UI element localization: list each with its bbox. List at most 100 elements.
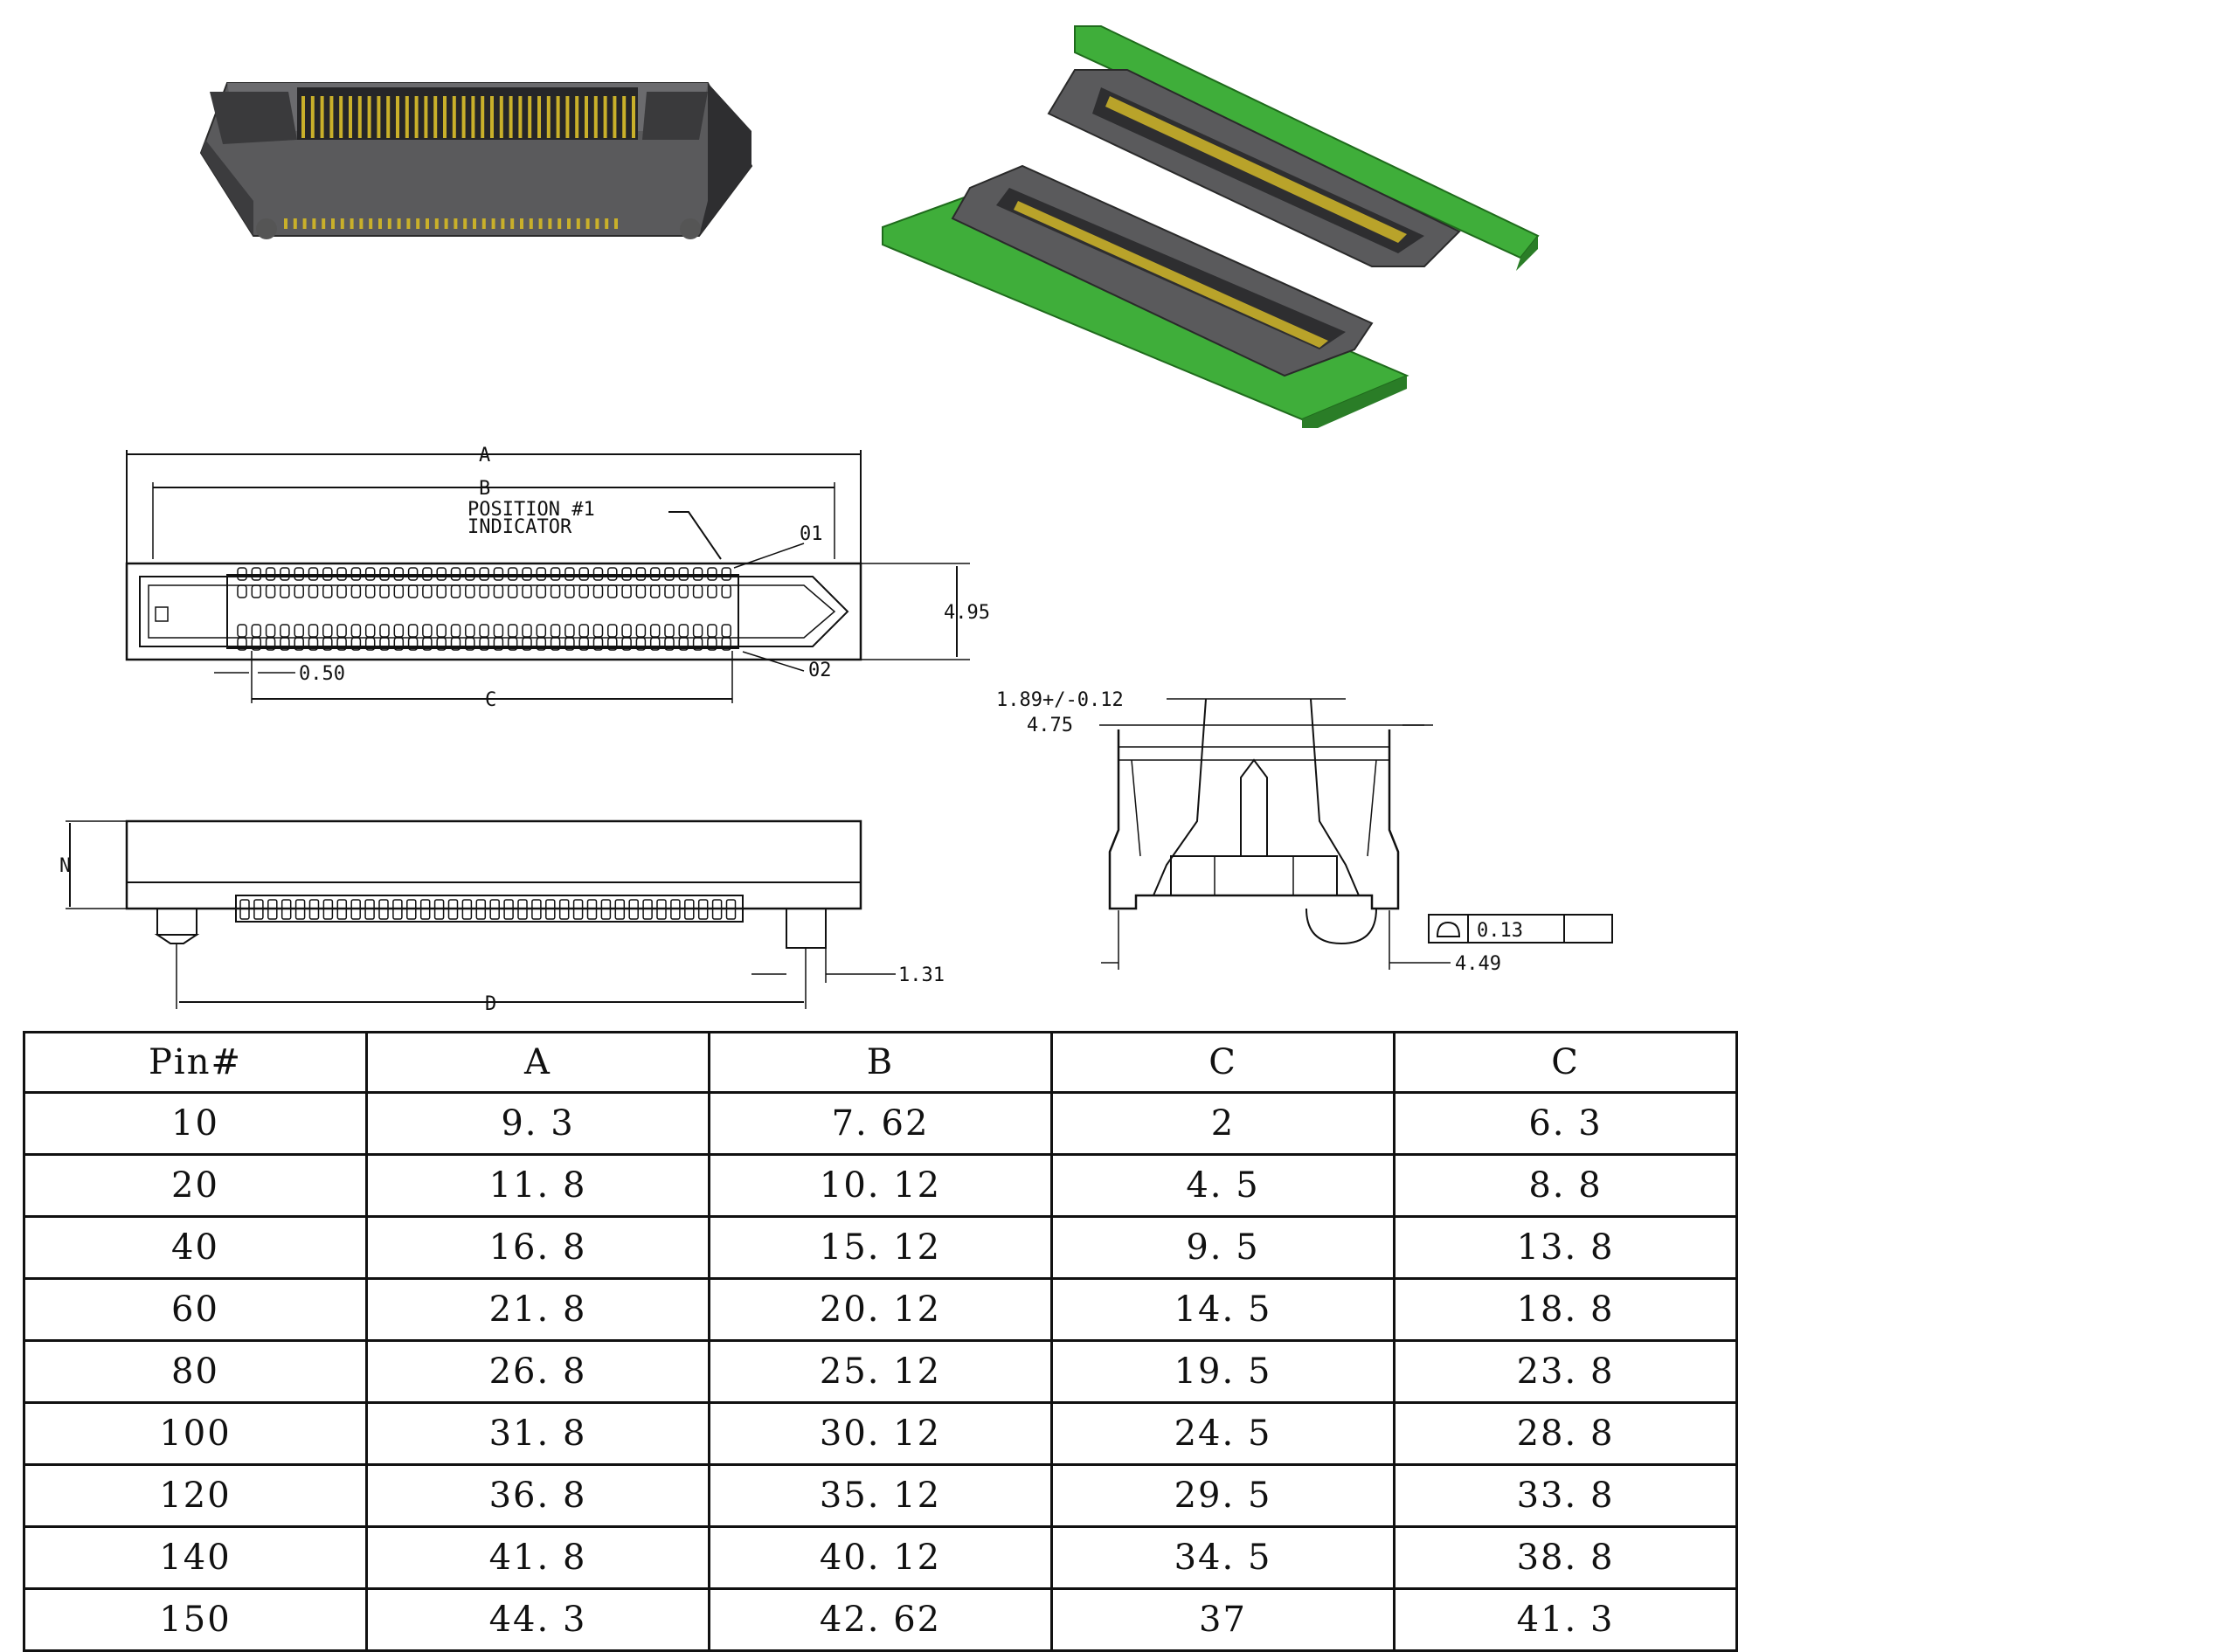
pin-outline <box>578 637 589 651</box>
pin-outline <box>294 584 304 598</box>
pin-tail <box>711 899 723 920</box>
tail-3d <box>529 218 533 229</box>
pin-outline <box>479 584 489 598</box>
pin-outline <box>507 624 518 638</box>
pin-outline <box>251 637 262 651</box>
header-pin: Pin# <box>23 1031 368 1094</box>
pin-outline <box>592 584 604 598</box>
pin-outline <box>664 637 675 651</box>
table-cell: 6. 3 <box>1393 1091 1738 1156</box>
pin-outline <box>635 624 647 638</box>
pin-outline <box>536 567 547 581</box>
pin-outline <box>607 584 618 598</box>
tail-3d <box>548 218 552 229</box>
table-cell: 60 <box>23 1277 368 1342</box>
tail-3d <box>491 218 495 229</box>
table-cell: 26. 8 <box>365 1339 710 1404</box>
pin-outline <box>607 637 618 651</box>
pin-outline <box>407 624 419 638</box>
pin-outline <box>265 637 276 651</box>
dim-a-label: A <box>479 445 490 467</box>
pin-outline <box>564 584 575 598</box>
pin-3d <box>377 96 381 138</box>
pin-outline <box>350 584 362 598</box>
pin-outline <box>280 624 290 638</box>
pin-tail <box>378 899 389 920</box>
pin-outline <box>308 584 319 598</box>
pin-3d <box>622 96 627 138</box>
tail-3d <box>387 218 391 229</box>
table-cell: 20. 12 <box>708 1277 1053 1342</box>
pin-outline <box>422 584 433 598</box>
pin-tail <box>322 899 334 920</box>
pin-tail <box>419 899 431 920</box>
pin-tail <box>489 899 500 920</box>
pin-outline <box>322 584 333 598</box>
pin-outline <box>450 624 461 638</box>
pin-tail <box>364 899 375 920</box>
pin-outline <box>564 637 575 651</box>
pin-tail <box>586 899 598 920</box>
pin-outline <box>294 567 304 581</box>
table-cell: 33. 8 <box>1393 1463 1738 1528</box>
pin-outline <box>265 567 276 581</box>
pin-outline <box>522 567 532 581</box>
pin-outline <box>592 637 604 651</box>
pin-tail <box>545 899 556 920</box>
table-cell: 120 <box>23 1463 368 1528</box>
pin-tail <box>267 899 278 920</box>
table-cell: 35. 12 <box>708 1463 1053 1528</box>
pin-3d <box>546 96 551 138</box>
pin-outline <box>308 637 319 651</box>
pin-outline <box>379 624 390 638</box>
pin-tail <box>503 899 514 920</box>
dim-mate-label: 1.89+/-0.12 <box>996 689 1124 711</box>
pin-tail <box>642 899 653 920</box>
pin-outline <box>678 637 689 651</box>
pin-outline <box>393 584 405 598</box>
dim-height-label: 4.75 <box>1027 715 1073 736</box>
pin-outline <box>436 637 447 651</box>
pin-outline <box>649 584 661 598</box>
dim-width-label: 4.95 <box>944 602 990 624</box>
table-cell: 21. 8 <box>365 1277 710 1342</box>
pin-outline <box>635 567 647 581</box>
pin-outline <box>707 637 717 651</box>
pin-outline <box>436 567 447 581</box>
pin-3d <box>471 96 475 138</box>
coplanarity-value: 0.13 <box>1477 920 1523 942</box>
pin-outline <box>364 567 376 581</box>
side-view-pins <box>239 899 737 920</box>
pin-outline <box>550 584 561 598</box>
pin-outline <box>678 567 689 581</box>
table-cell: 42. 62 <box>708 1587 1053 1652</box>
pin-3d <box>396 96 399 138</box>
row-01-label: 01 <box>800 523 823 545</box>
table-cell: 44. 3 <box>365 1587 710 1652</box>
table-cell: 13. 8 <box>1393 1215 1738 1280</box>
table-cell: 4. 5 <box>1050 1153 1396 1218</box>
pin-3d <box>443 96 447 138</box>
tail-3d <box>397 218 401 229</box>
pin-outline <box>664 584 675 598</box>
tail-3d <box>576 218 580 229</box>
pin-tail <box>475 899 487 920</box>
pin-tail <box>392 899 403 920</box>
pin-outline <box>707 567 717 581</box>
tail-3d <box>481 218 486 229</box>
table-cell: 37 <box>1050 1587 1396 1652</box>
table-cell: 11. 8 <box>365 1153 710 1218</box>
pin-3d <box>603 96 607 138</box>
pin-outline <box>237 584 247 598</box>
table-cell: 8. 8 <box>1393 1153 1738 1218</box>
connector-bottom <box>951 164 1374 377</box>
table-cell: 15. 12 <box>708 1215 1053 1280</box>
pin-tail <box>294 899 306 920</box>
pin-3d <box>461 96 466 138</box>
tail-3d <box>567 218 571 229</box>
tail-3d <box>331 218 335 229</box>
tail-3d <box>444 218 448 229</box>
